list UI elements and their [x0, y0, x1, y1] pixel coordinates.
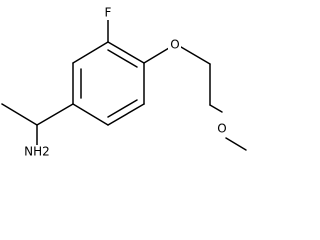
side-chain-methyl-bond	[1, 103, 38, 126]
aryl-oxygen-bond	[143, 47, 170, 64]
ring-bond-c1-c2	[107, 41, 145, 64]
ring-bond-c5-c6	[107, 103, 145, 126]
ring-bond-c2-c3	[72, 41, 109, 64]
ring-bond-c4-c5	[72, 103, 109, 126]
fluorine-label-background	[102, 6, 114, 20]
ring-double-bond-top-right	[107, 49, 138, 68]
ch2-oxygen-bond	[209, 104, 223, 113]
molecule-diagram: F O O NH2	[1, 6, 247, 160]
ether-oxygen-label-background	[168, 38, 181, 53]
amine-label: NH2	[24, 145, 50, 159]
oxygen-ch2-bond	[180, 46, 211, 65]
oxygen-methyl-bond	[225, 137, 247, 151]
fluorine-label: F	[105, 6, 112, 20]
ring-double-bond-bottom-right	[107, 99, 138, 118]
ring-to-side-chain-bond	[36, 103, 74, 126]
amine-label-background	[22, 145, 53, 160]
ether-oxygen-label: O	[170, 38, 179, 52]
methoxy-oxygen-label: O	[217, 122, 226, 136]
methoxy-oxygen-label-background	[216, 122, 229, 137]
structure-canvas: F O O NH2	[1, 5, 247, 160]
